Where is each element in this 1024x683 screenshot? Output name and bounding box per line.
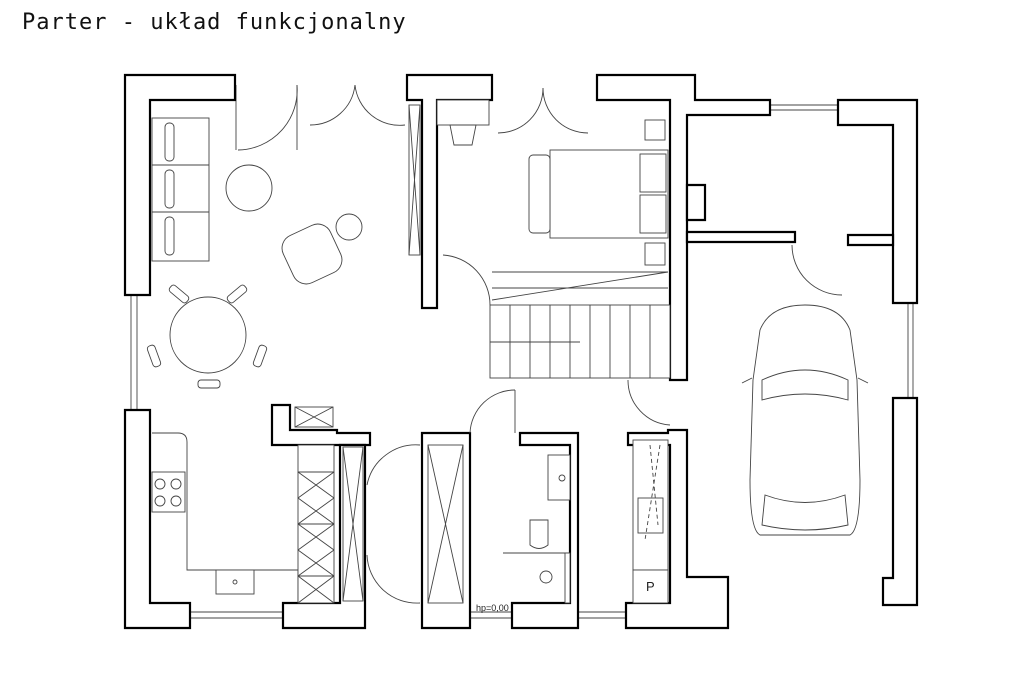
- coffee-table: [225, 164, 273, 212]
- floor-level-label: hp=0,00: [476, 603, 509, 613]
- plan-title: Parter - układ funkcjonalny: [22, 10, 407, 35]
- sofa: [151, 117, 210, 262]
- toilet: [529, 519, 549, 549]
- kitchen-sink: [215, 569, 255, 595]
- boiler: [632, 569, 669, 604]
- shower: [539, 570, 553, 584]
- furniture: [146, 99, 869, 604]
- pantry-label: P: [646, 579, 655, 594]
- dining-table: [169, 296, 247, 374]
- windows: [130, 85, 914, 619]
- cooktop: [151, 471, 186, 513]
- side-table: [335, 213, 363, 241]
- dining-chairs: [146, 284, 268, 389]
- car: [749, 304, 861, 536]
- armchair: [281, 223, 343, 285]
- doors: [237, 84, 843, 604]
- stairs: [489, 304, 671, 379]
